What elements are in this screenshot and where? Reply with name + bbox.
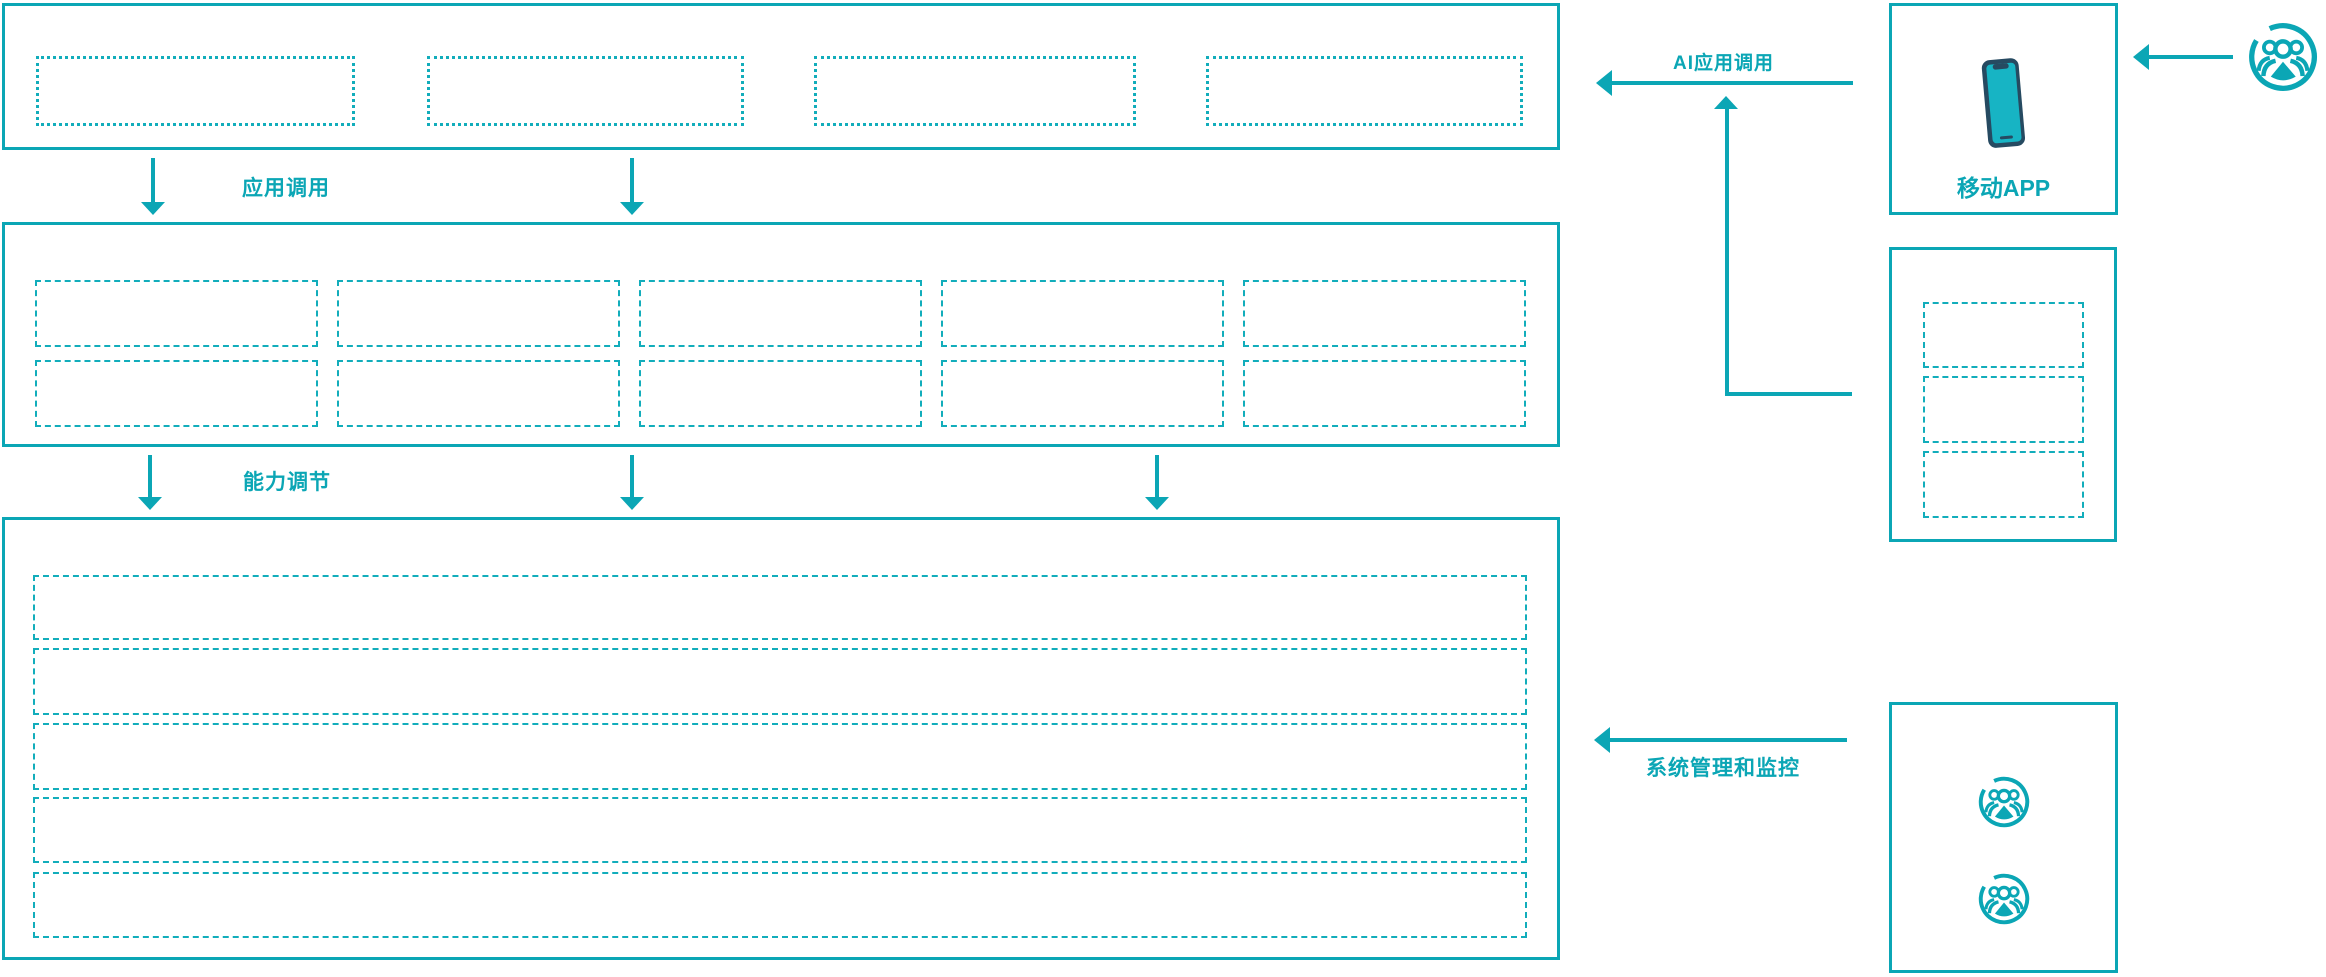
placeholder-box bbox=[639, 360, 922, 427]
connector-vertical-line bbox=[1725, 108, 1729, 396]
placeholder-row bbox=[33, 648, 1527, 715]
users-icon bbox=[1978, 873, 2030, 925]
placeholder-row bbox=[33, 797, 1527, 863]
ai-app-call-label: AI应用调用 bbox=[1673, 53, 1775, 74]
placeholder-box bbox=[1923, 451, 2084, 518]
arrow-down-icon bbox=[138, 497, 162, 510]
arrow-ai-call-line bbox=[1612, 81, 1853, 85]
placeholder-box bbox=[427, 56, 744, 126]
arrow-left-icon bbox=[1596, 70, 1612, 96]
arrow-system-mgmt-line bbox=[1610, 738, 1847, 742]
mobile-app-panel: 移动APP bbox=[1889, 3, 2118, 215]
placeholder-box bbox=[35, 360, 318, 427]
arrow-capability-1-line bbox=[148, 455, 152, 499]
placeholder-row bbox=[33, 872, 1527, 938]
system-mgmt-label: 系统管理和监控 bbox=[1646, 757, 1800, 780]
placeholder-box bbox=[1243, 280, 1526, 347]
top-layer-panel bbox=[2, 3, 1560, 150]
placeholder-box bbox=[941, 360, 1224, 427]
capability-tuning-label: 能力调节 bbox=[243, 471, 331, 494]
arrow-down-icon bbox=[141, 202, 165, 215]
arrow-capability-2-line bbox=[630, 455, 634, 499]
users-icon bbox=[2249, 23, 2317, 91]
placeholder-row bbox=[33, 575, 1527, 640]
arrow-capability-3-line bbox=[1155, 455, 1159, 499]
arrow-down-icon bbox=[1145, 497, 1169, 510]
mobile-app-label: 移动APP bbox=[1956, 175, 2051, 201]
arrow-user-line bbox=[2149, 55, 2233, 59]
smartphone-icon bbox=[1981, 58, 2026, 148]
placeholder-box bbox=[337, 360, 620, 427]
placeholder-box bbox=[941, 280, 1224, 347]
bottom-layer-panel bbox=[2, 517, 1560, 960]
placeholder-row bbox=[33, 723, 1527, 790]
placeholder-box bbox=[36, 56, 355, 126]
arrow-down-icon bbox=[620, 497, 644, 510]
arrow-down-icon bbox=[620, 202, 644, 215]
placeholder-box bbox=[814, 56, 1136, 126]
placeholder-box bbox=[1243, 360, 1526, 427]
arrow-left-icon bbox=[1594, 727, 1610, 753]
connector-horizontal-line bbox=[1727, 392, 1852, 396]
app-call-label: 应用调用 bbox=[242, 177, 330, 200]
placeholder-box bbox=[337, 280, 620, 347]
placeholder-box bbox=[639, 280, 922, 347]
arrow-left-icon bbox=[2133, 44, 2149, 70]
arrow-app-call-2-line bbox=[630, 158, 634, 204]
admin-panel bbox=[1889, 702, 2118, 973]
users-icon bbox=[1978, 776, 2030, 828]
placeholder-box bbox=[1923, 376, 2084, 443]
arrow-app-call-1-line bbox=[151, 158, 155, 204]
middle-layer-panel bbox=[2, 222, 1560, 447]
placeholder-box bbox=[35, 280, 318, 347]
placeholder-box bbox=[1206, 56, 1523, 126]
placeholder-box bbox=[1923, 302, 2084, 368]
module-panel bbox=[1889, 247, 2117, 542]
arrow-up-icon bbox=[1714, 96, 1738, 109]
